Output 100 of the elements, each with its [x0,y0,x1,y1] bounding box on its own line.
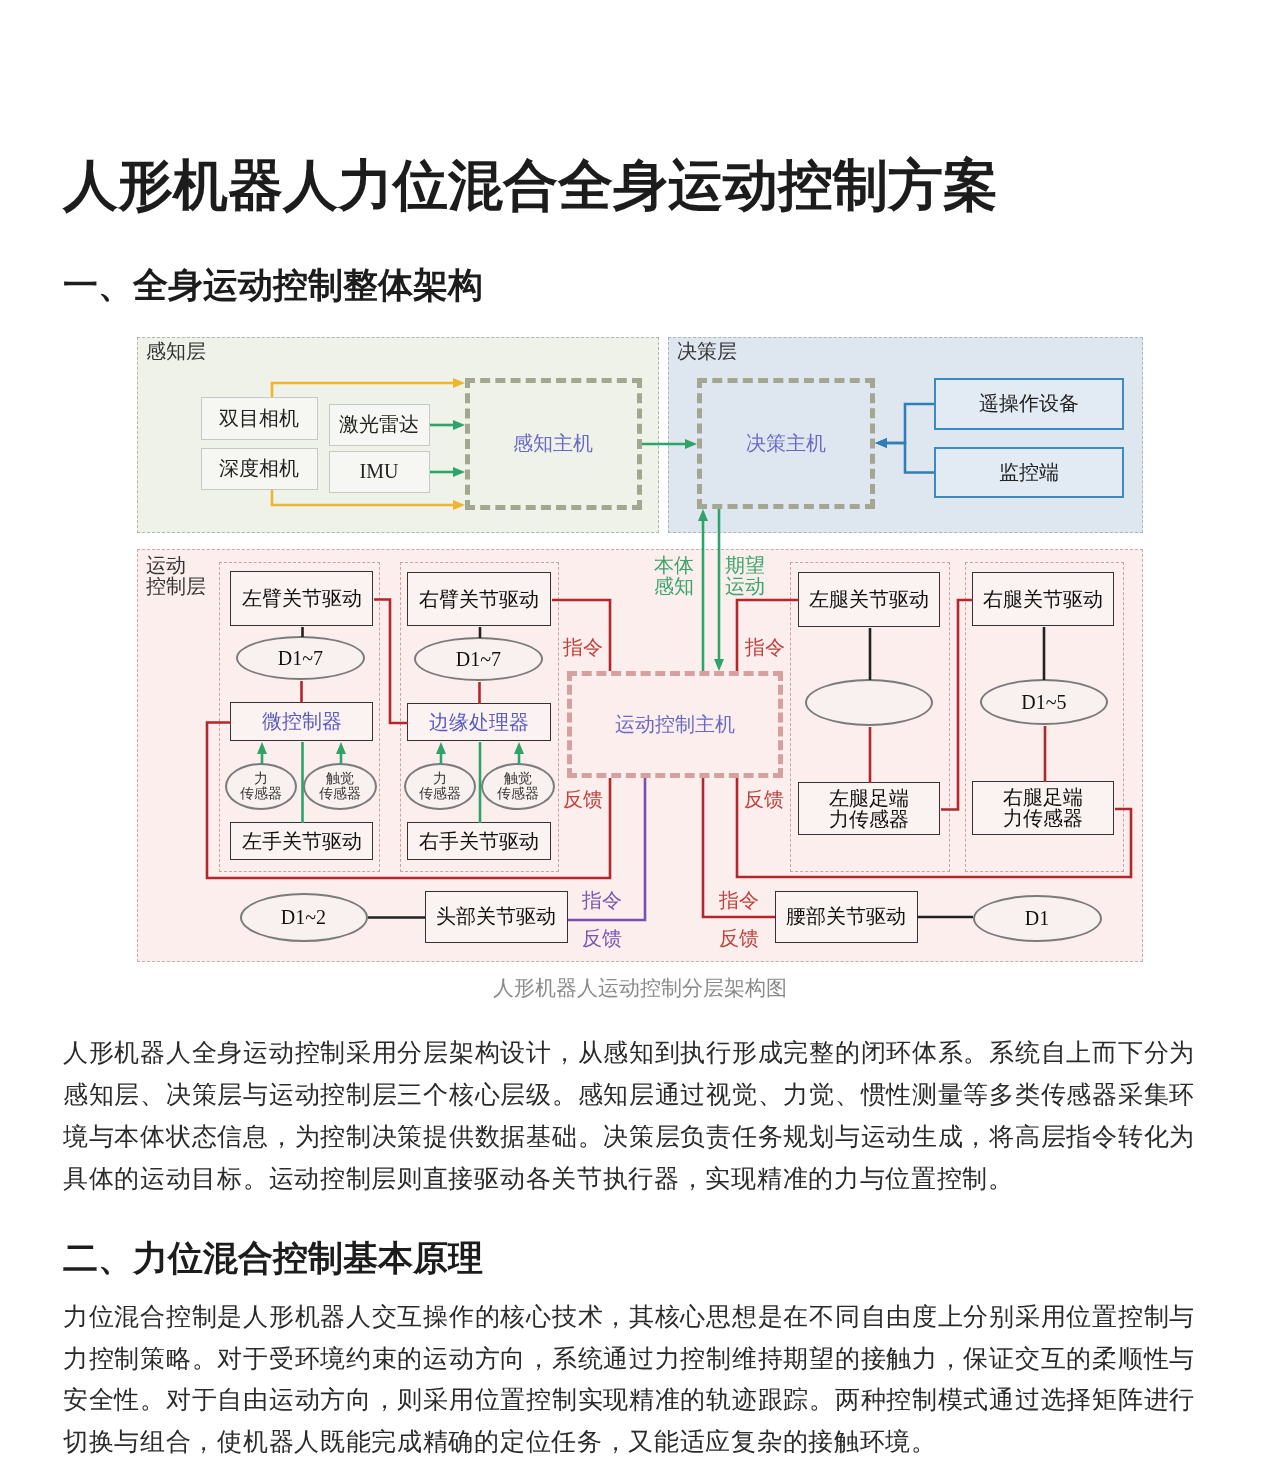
connector-arrow [257,742,267,764]
figure-caption: 人形机器人运动控制分层架构图 [493,975,787,1002]
node-label: 左臂关节驱动 [241,588,362,609]
device-box [328,450,430,493]
connector-line [374,598,408,725]
node-label: 左手关节驱动 [241,830,362,852]
node-label: 决策主机 [745,432,826,454]
node-label: 双目相机 [219,407,299,429]
connector-arrow [698,509,708,671]
line-label: 反馈 [719,928,759,949]
module-box [407,822,551,860]
joint-ellipse [481,763,555,810]
host-box [464,377,642,510]
connector-arrow [270,490,465,510]
device-box [200,396,318,440]
connector-arrow [430,420,465,430]
section-heading: 二、力位混合控制基本原理 [63,1237,483,1280]
connector-line [701,778,775,919]
connector-arrow [875,438,934,474]
connector-line [941,598,973,811]
edge-label: 指令 [582,890,622,911]
edge-label: 反馈 [744,789,784,810]
edge-label: 指令 [719,890,759,911]
connector-line [301,627,304,637]
connector-line [552,598,612,671]
node-label: 右腿足端力传感器 [1002,787,1084,829]
node-label: 右臂关节驱动 [419,588,539,610]
group-frame [218,561,380,872]
connector-line [568,778,647,922]
node-label: 触觉传感器 [496,771,540,802]
device-box [328,403,430,446]
edge-label: 指令 [745,637,785,658]
connector-line [301,742,304,823]
device-box [200,447,318,490]
connector-line [918,915,973,919]
connector-arrow [514,742,524,764]
edge-label: 指令 [563,637,603,658]
node-label: D1~7 [277,647,324,669]
node-label: 激光雷达 [339,414,419,435]
module-box [972,572,1114,626]
body-paragraph: 力位混合控制是人形机器人交互操作的核心技术，其核心思想是在不同自由度上分别采用位置控制与力控制策略。对于受环境约束的运动方向，系统通过力控制维持期望的接触力，保证交互的柔顺性与安全性。对于自由运动方向，则采用位置控制实现精准的轨迹跟踪。两种控制模式通过选择矩阵进行切换与组合，使机器人既能完成精确的定位任务，又能适应复杂的接触环境。 [63,1301,1195,1458]
node-label: 头部关节驱动 [436,906,556,927]
connector-line [735,778,1133,879]
layer-panel [137,337,659,533]
section-heading: 一、全身运动控制整体架构 [63,264,483,307]
node-label: 遥操作设备 [978,393,1079,414]
module-box [407,572,551,626]
connector-line [478,742,482,823]
line-label: 反馈 [582,928,622,949]
edge-label: 本体感知 [654,555,696,597]
node-label: 感知主机 [513,433,593,454]
connector-arrow [436,742,446,764]
edge-label: 反馈 [563,789,603,810]
node-label: 力传感器 [239,771,283,802]
connector-line [478,682,481,704]
terminal-box [933,446,1124,498]
node-label: 左腿足端力传感器 [828,787,910,830]
connector-line [368,916,425,919]
node-label: 左腿关节驱动 [809,589,929,610]
connector-line [868,727,872,783]
layer-panel [137,549,1143,962]
module-box [230,702,373,741]
connector-arrow [642,439,697,449]
module-box [774,890,918,943]
node-label: 腰部关节驱动 [786,906,906,927]
node-label: 深度相机 [219,458,299,479]
connector-line [1042,627,1046,680]
connector-line [478,627,482,638]
connector-arrow [430,467,465,477]
module-box [798,782,940,835]
layer-title: 运动控制层 [146,555,207,597]
node-label: 右手关节驱动 [419,830,539,852]
joint-ellipse [404,763,476,810]
connector-line [1043,726,1047,782]
edge-label: 期望运动 [725,555,767,597]
group-frame [399,561,559,872]
module-box [798,572,940,627]
node-label: D1~7 [455,648,502,670]
layer-title: 决策层 [677,341,738,362]
node-label: D1~2 [280,906,327,928]
layer-panel [668,337,1143,533]
group-frame [964,561,1124,872]
node-label: 力传感器 [418,771,462,802]
node-label: 运动控制主机 [614,713,735,735]
module-box [407,703,551,741]
connector-arrow [270,378,465,397]
connector-line [205,721,612,880]
host-box [696,377,875,509]
connector-line [735,598,799,671]
node-label: D1~5 [1021,691,1067,713]
terminal-box [933,377,1124,430]
node-label: 边缘处理器 [429,711,529,733]
module-box [230,822,373,860]
group-frame [789,561,950,872]
node-label: 触觉传感器 [318,771,362,802]
connector-line [300,681,303,703]
node-label: 监控端 [998,461,1059,483]
page-title: 人形机器人力位混合全身运动控制方案 [63,152,998,218]
host-box [566,670,783,778]
layer-title: 感知层 [146,341,207,362]
